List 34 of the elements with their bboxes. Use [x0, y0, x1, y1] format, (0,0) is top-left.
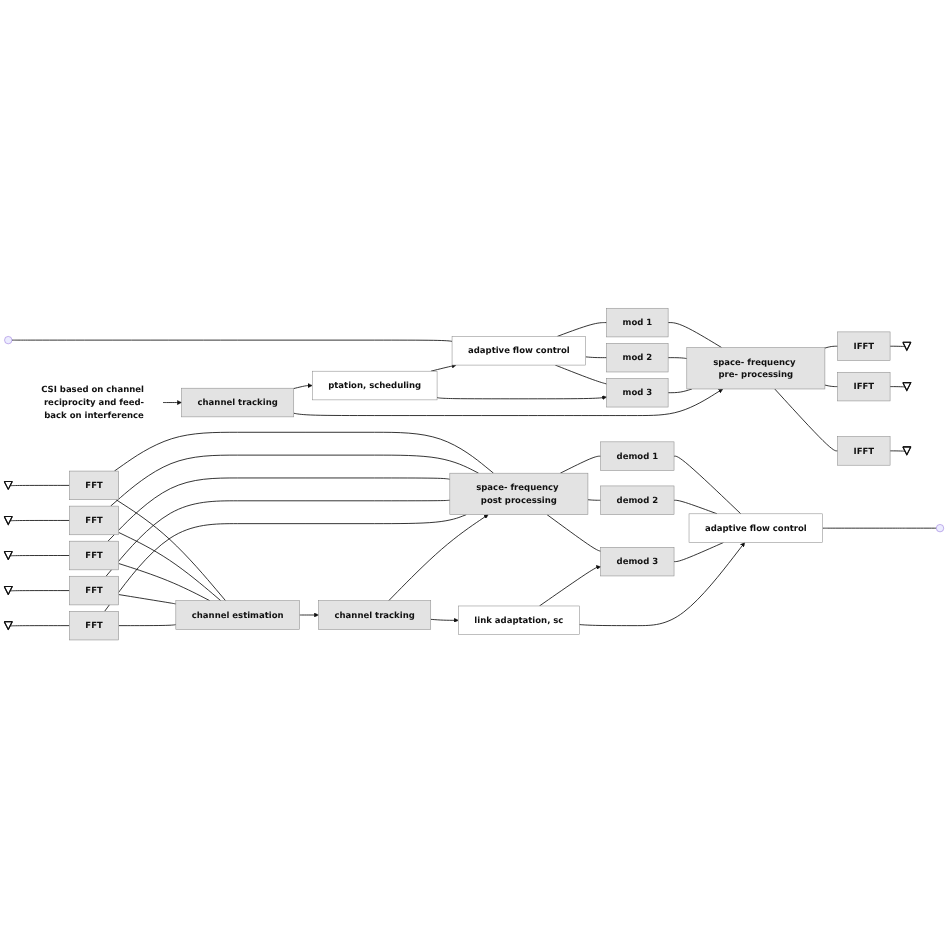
connector — [546, 514, 602, 552]
connector — [585, 356, 608, 358]
connector — [889, 345, 906, 347]
connector — [10, 590, 70, 592]
connector — [824, 384, 839, 387]
connector — [667, 388, 693, 393]
connector — [889, 386, 906, 388]
connector — [673, 455, 742, 515]
connector — [559, 455, 602, 474]
connector — [10, 484, 70, 486]
connector — [10, 554, 70, 557]
connector — [824, 345, 839, 349]
connector — [667, 357, 688, 359]
connector — [104, 514, 467, 612]
connector — [673, 499, 718, 515]
connector — [673, 541, 724, 562]
connector — [105, 499, 451, 577]
connector — [11, 339, 453, 342]
connector — [889, 450, 906, 452]
connector — [10, 519, 70, 522]
connector — [107, 477, 451, 542]
connector — [118, 624, 177, 626]
connector — [115, 499, 226, 601]
connector — [118, 594, 177, 605]
connector — [113, 431, 494, 474]
connector — [587, 499, 602, 501]
connector — [774, 388, 839, 452]
connector — [110, 454, 479, 507]
connector — [118, 531, 222, 601]
connector — [556, 322, 608, 337]
connector — [10, 625, 70, 627]
connector — [667, 322, 723, 348]
connector — [118, 562, 211, 601]
connector — [554, 364, 608, 385]
